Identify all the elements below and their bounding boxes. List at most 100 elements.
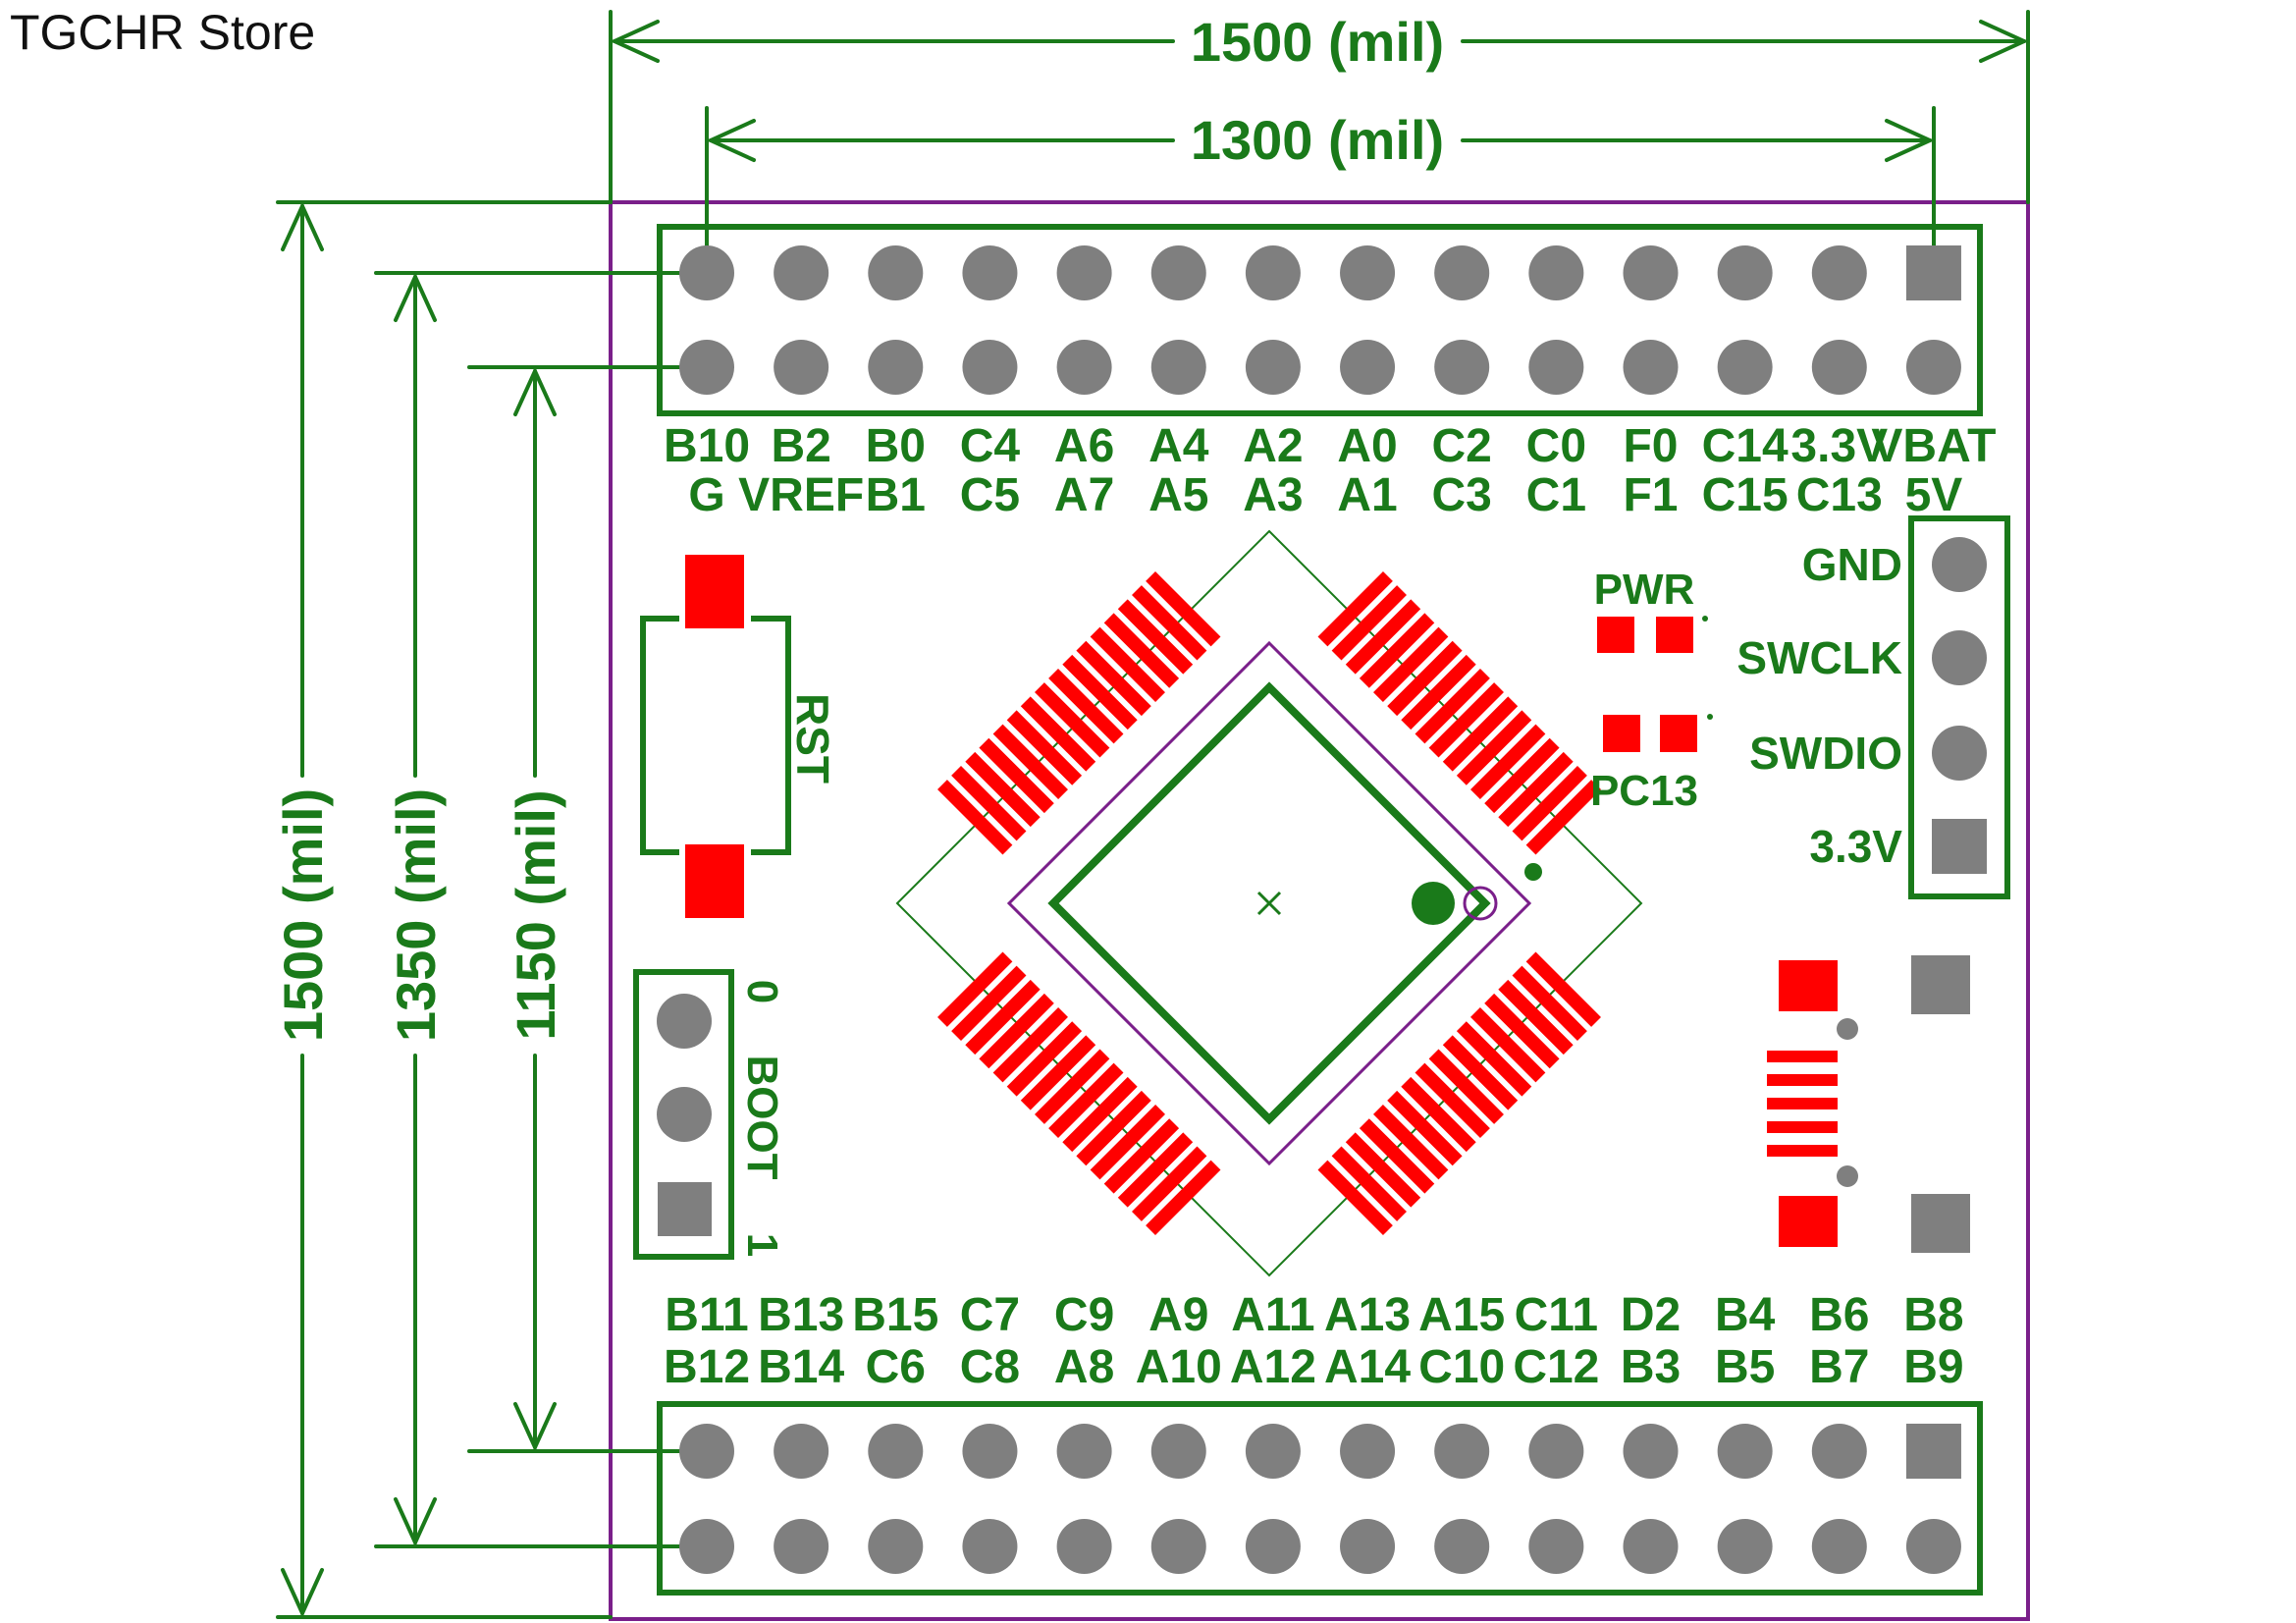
top-header-row1-pin: [1528, 245, 1584, 300]
board-outline: [609, 200, 2030, 1621]
mcu-pad: [1117, 1132, 1194, 1208]
bottom-row2-label: B7: [1809, 1341, 1869, 1393]
bottom-row1-label: A13: [1324, 1289, 1411, 1341]
mcu-pad: [1076, 640, 1151, 717]
mcu-pad: [979, 993, 1054, 1069]
swd-pin: [1932, 630, 1987, 685]
bottom-header-row2-pin: [1905, 1519, 1961, 1574]
store-title: TGCHR Store: [10, 5, 316, 60]
led-pc13: [1603, 714, 1713, 752]
top-row2-label: A5: [1148, 469, 1208, 521]
mcu-pad: [1373, 1105, 1449, 1180]
usb-signal-pad: [1767, 1051, 1838, 1062]
top-header-row2-pin: [1056, 340, 1112, 395]
mcu-center-cross: [1256, 891, 1282, 916]
top-row2-label: G: [688, 469, 724, 521]
reset-pad-bottom: [685, 844, 744, 918]
mcu-pad: [1442, 1035, 1519, 1110]
mcu-pad: [1498, 751, 1574, 828]
bottom-header-row2-pin: [1717, 1519, 1773, 1574]
mcu-pad: [1062, 654, 1138, 730]
mcu-pad: [1132, 585, 1207, 661]
bottom-header-row2-pin: [774, 1519, 829, 1574]
mcu-pad: [1484, 737, 1560, 814]
mcu-chip: [895, 529, 1643, 1277]
swd-pin-square: [1932, 819, 1987, 874]
top-row2-label: B1: [866, 469, 926, 521]
top-header-row1-pin: [679, 245, 734, 300]
top-header-pins: [679, 245, 1961, 395]
pin1-dot: [1412, 882, 1455, 925]
swd-pin: [1932, 537, 1987, 592]
bottom-header-row1-pin: [962, 1424, 1018, 1479]
mcu-pad: [1020, 696, 1096, 772]
mcu-body-outline: [1006, 640, 1532, 1166]
swd-label: SWCLK: [1736, 632, 1902, 683]
bottom-row2-label: B12: [664, 1341, 750, 1393]
mcu-pad: [1512, 965, 1587, 1041]
top-header-row2-pin: [679, 340, 734, 395]
bottom-header-row1-pin: [679, 1424, 734, 1479]
top-row2-label: A7: [1054, 469, 1114, 521]
top-row1-label: C14: [1702, 420, 1789, 472]
mcu-pad: [965, 979, 1041, 1055]
bottom-row1-label: D2: [1621, 1289, 1681, 1341]
top-row1-label: A0: [1337, 420, 1397, 472]
usb-connector: [1767, 955, 1970, 1253]
top-header-row2-pin: [1434, 340, 1490, 395]
top-row2-label: C3: [1432, 469, 1492, 521]
dim-height-inner: 1150 (mil): [505, 789, 566, 1040]
boot-pin-0: [657, 994, 712, 1049]
bottom-row1-label: A9: [1148, 1289, 1208, 1341]
bottom-row1-label: C7: [960, 1289, 1020, 1341]
mcu-pad: [1415, 669, 1490, 744]
mcu-pad: [937, 951, 1013, 1027]
top-header-row1-pin-square: [1905, 245, 1961, 300]
bottom-header-row2-pin: [1150, 1519, 1206, 1574]
bottom-header-row1-pin: [1340, 1424, 1396, 1479]
bottom-row2-label: C12: [1513, 1341, 1599, 1393]
top-row1-label: A4: [1148, 420, 1209, 472]
boot-pin0-label: 0: [738, 980, 786, 1003]
top-row2-label: VREF: [738, 469, 864, 521]
top-header-row2-pin: [1245, 340, 1301, 395]
bottom-header-outline: [657, 1401, 1983, 1596]
bottom-header-row1-pin: [1811, 1424, 1867, 1479]
bottom-row2-label: C10: [1418, 1341, 1505, 1393]
mcu-pad: [1048, 1062, 1124, 1138]
mcu-pad: [1525, 780, 1601, 855]
led-pwr: [1597, 616, 1708, 653]
mcu-pad: [951, 965, 1027, 1041]
top-header-row1-pin: [868, 245, 924, 300]
top-row1-label: A2: [1243, 420, 1303, 472]
reset-label: RST: [787, 693, 838, 784]
top-header-row1-pin: [1245, 245, 1301, 300]
led-pc13-label: PC13: [1590, 767, 1698, 815]
bottom-header-pins: [679, 1424, 1961, 1574]
bottom-header-row1-pin-square: [1905, 1424, 1961, 1479]
top-header-row1-pin: [1811, 245, 1867, 300]
mcu-pad: [1020, 1035, 1096, 1110]
bottom-row2-label: A10: [1136, 1341, 1222, 1393]
mcu-pad: [1146, 571, 1221, 647]
bottom-row2-label: A8: [1054, 1341, 1114, 1393]
top-header-row2-pin: [774, 340, 829, 395]
mcu-pad: [1470, 1007, 1546, 1083]
mcu-pad: [1317, 1160, 1393, 1235]
mcu-pad: [1006, 710, 1083, 785]
top-header-row1-pin: [1717, 245, 1773, 300]
top-row2-label: C13: [1796, 469, 1883, 521]
bottom-header-row1-pin: [774, 1424, 829, 1479]
top-header-outline: [657, 224, 1983, 416]
top-row1-label: A6: [1054, 420, 1114, 472]
mcu-pad: [1428, 1049, 1504, 1124]
bottom-header-row1-pin: [1150, 1424, 1206, 1479]
swd-header-pins: [1932, 537, 1987, 874]
bottom-row2-label: B3: [1621, 1341, 1681, 1393]
reset-pad-top: [685, 555, 744, 628]
mcu-pad: [1035, 1049, 1110, 1124]
bottom-row1-label: B4: [1715, 1289, 1776, 1341]
top-header-row2-pin: [1623, 340, 1679, 395]
mcu-pad: [1484, 993, 1560, 1069]
